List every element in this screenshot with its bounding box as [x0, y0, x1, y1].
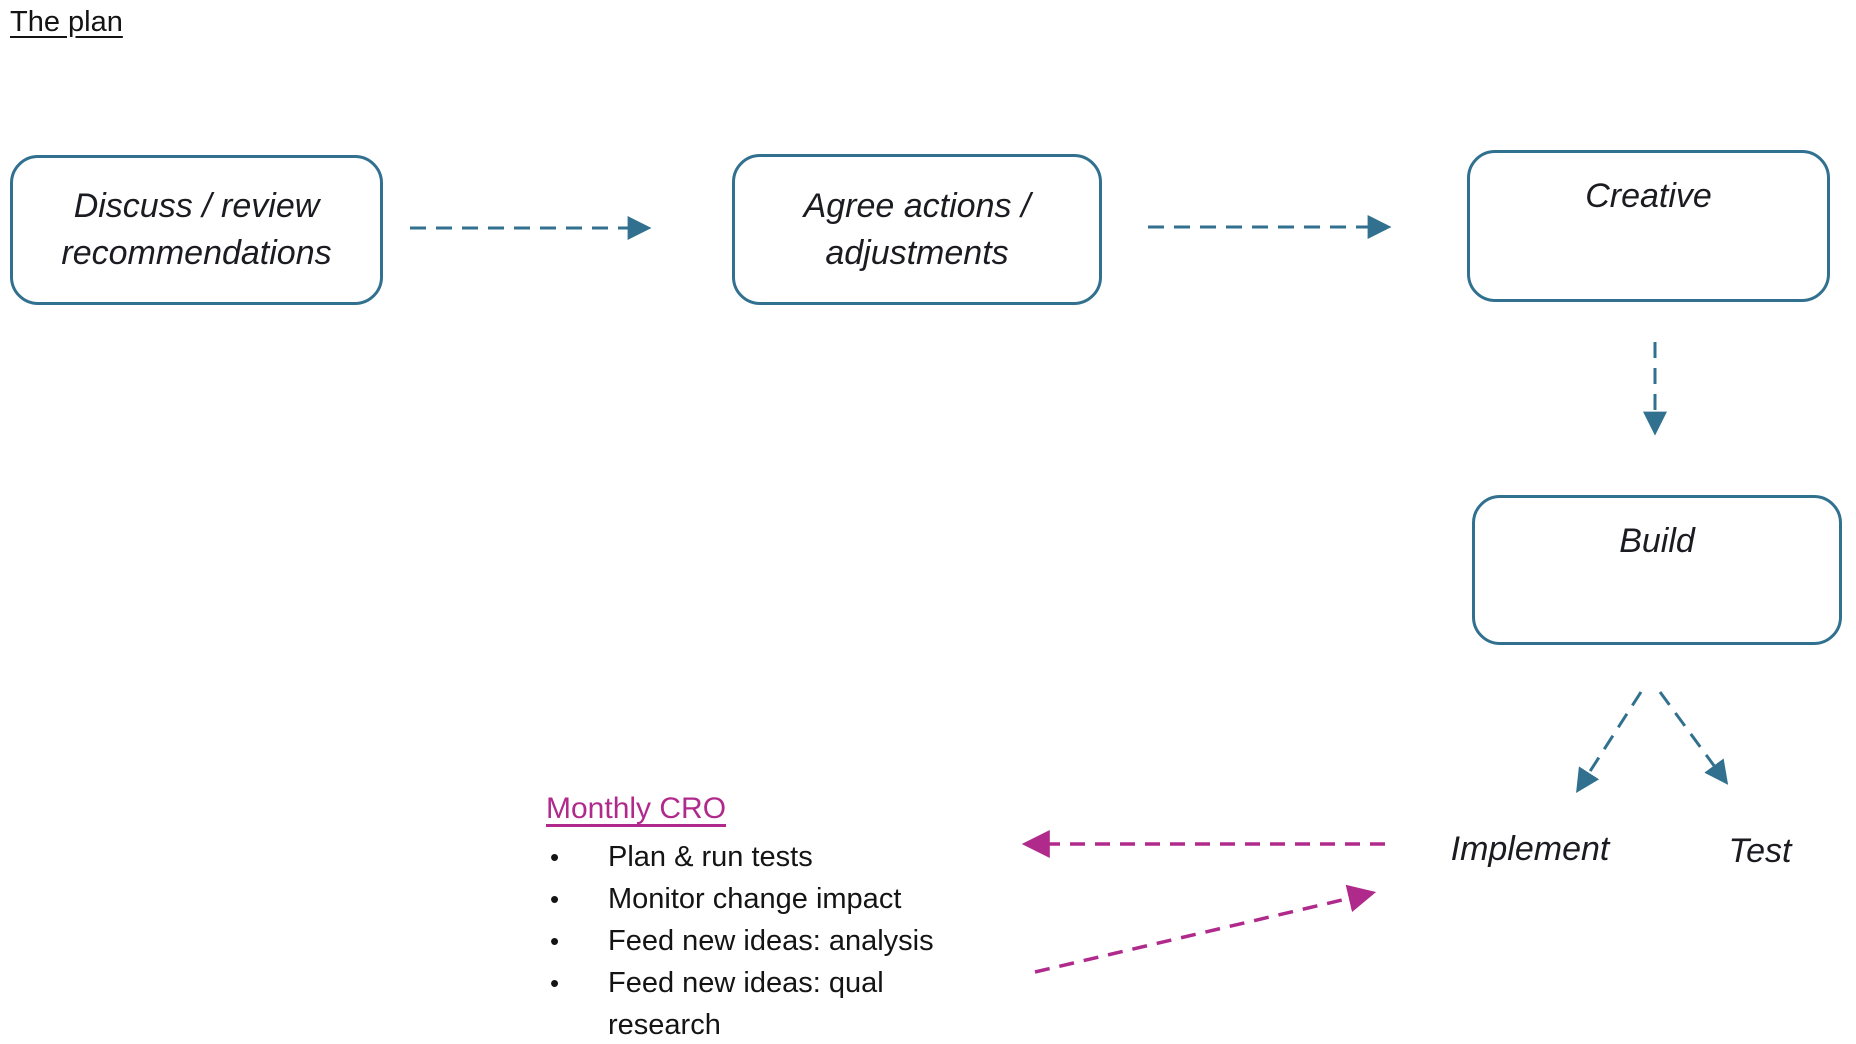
label-implement: Implement	[1450, 830, 1610, 868]
flow-box-agree: Agree actions / adjustments	[732, 154, 1102, 305]
bullet-icon: •	[550, 968, 560, 998]
bullet-icon: •	[550, 926, 560, 956]
flow-box-agree-label: Agree actions / adjustments	[803, 186, 1031, 272]
list-item-text: Plan & run tests	[608, 841, 813, 873]
page-title: The plan	[10, 6, 123, 38]
flow-box-creative: Creative	[1467, 150, 1830, 302]
flow-box-build: Build	[1472, 495, 1842, 645]
monthly-cro-heading: Monthly CRO	[546, 792, 727, 825]
monthly-cro-section: Monthly CRO • Plan & run tests • Monitor…	[546, 792, 1066, 1044]
arrow-build-to-test	[1658, 691, 1729, 785]
flow-box-creative-label: Creative	[1585, 177, 1712, 215]
flow-box-discuss-label: Discuss / review recommendations	[61, 187, 332, 272]
arrow-monthly-cro-to-implement	[1034, 884, 1377, 974]
arrow-build-to-implement	[1576, 691, 1643, 794]
list-item: • Feed new ideas: analysis	[546, 920, 1066, 962]
bullet-icon: •	[550, 884, 560, 914]
flow-box-build-label: Build	[1619, 522, 1695, 560]
list-item-text: Feed new ideas: analysis	[608, 925, 934, 957]
bullet-icon: •	[550, 842, 560, 872]
list-item-text: Feed new ideas: qual research	[608, 967, 884, 1041]
flow-box-discuss: Discuss / review recommendations	[10, 155, 383, 305]
monthly-cro-list: • Plan & run tests • Monitor change impa…	[546, 836, 1066, 1044]
list-item: • Feed new ideas: qual research	[546, 962, 1066, 1044]
list-item: • Plan & run tests	[546, 836, 1066, 878]
list-item: • Monitor change impact	[546, 878, 1066, 920]
label-test: Test	[1728, 832, 1792, 870]
list-item-text: Monitor change impact	[608, 883, 902, 915]
